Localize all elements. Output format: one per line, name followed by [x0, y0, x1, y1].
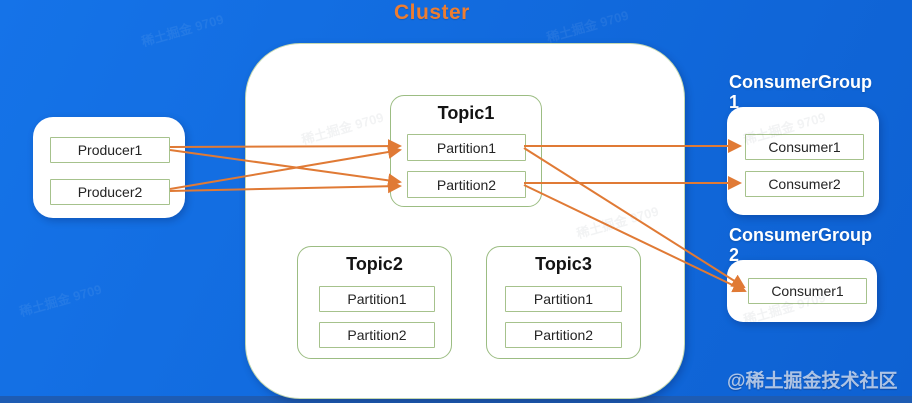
- topic1-partition2-box: Partition2: [407, 171, 526, 198]
- topic2-title: Topic2: [346, 254, 403, 274]
- topic1-partition1-box: Partition1: [407, 134, 526, 161]
- consumer-group-1-number: 1: [729, 92, 740, 112]
- producer1-box: Producer1: [50, 137, 170, 163]
- topic3-title: Topic3: [535, 254, 592, 274]
- topic2-partition1-box: Partition1: [319, 286, 435, 312]
- topic2-partition2-box: Partition2: [319, 322, 435, 348]
- cluster-title: Cluster: [394, 1, 470, 24]
- cg1-consumer1-box: Consumer1: [745, 134, 864, 160]
- faint-watermark: 稀土掘金 9709: [17, 281, 104, 320]
- consumer-group-2-panel: Consumer1: [727, 260, 877, 322]
- bottom-edge-strip: [0, 396, 912, 403]
- topic2-container: Topic2 Partition1 Partition2: [297, 246, 452, 359]
- consumer-group-1-name: ConsumerGroup: [729, 72, 873, 92]
- producers-panel: Producer1 Producer2: [33, 117, 185, 218]
- cg2-consumer1-box: Consumer1: [748, 278, 867, 304]
- consumer-group-2-name: ConsumerGroup: [729, 225, 873, 245]
- producer2-box: Producer2: [50, 179, 170, 205]
- cg1-consumer2-box: Consumer2: [745, 171, 864, 197]
- topic3-partition2-box: Partition2: [505, 322, 622, 348]
- consumer-group-2-label: ConsumerGroup 2: [729, 225, 872, 265]
- topic3-partition1-box: Partition1: [505, 286, 622, 312]
- topic3-container: Topic3 Partition1 Partition2: [486, 246, 641, 359]
- community-watermark: @稀土掘金技术社区: [727, 371, 898, 392]
- topic1-container: Topic1 Partition1 Partition2: [390, 95, 542, 207]
- faint-watermark: 稀土掘金 9709: [544, 7, 631, 46]
- faint-watermark: 稀土掘金 9709: [139, 11, 226, 50]
- topic1-title: Topic1: [437, 103, 495, 123]
- consumer-group-1-label: ConsumerGroup 1: [729, 72, 872, 112]
- consumer-group-1-panel: Consumer1 Consumer2: [727, 107, 879, 215]
